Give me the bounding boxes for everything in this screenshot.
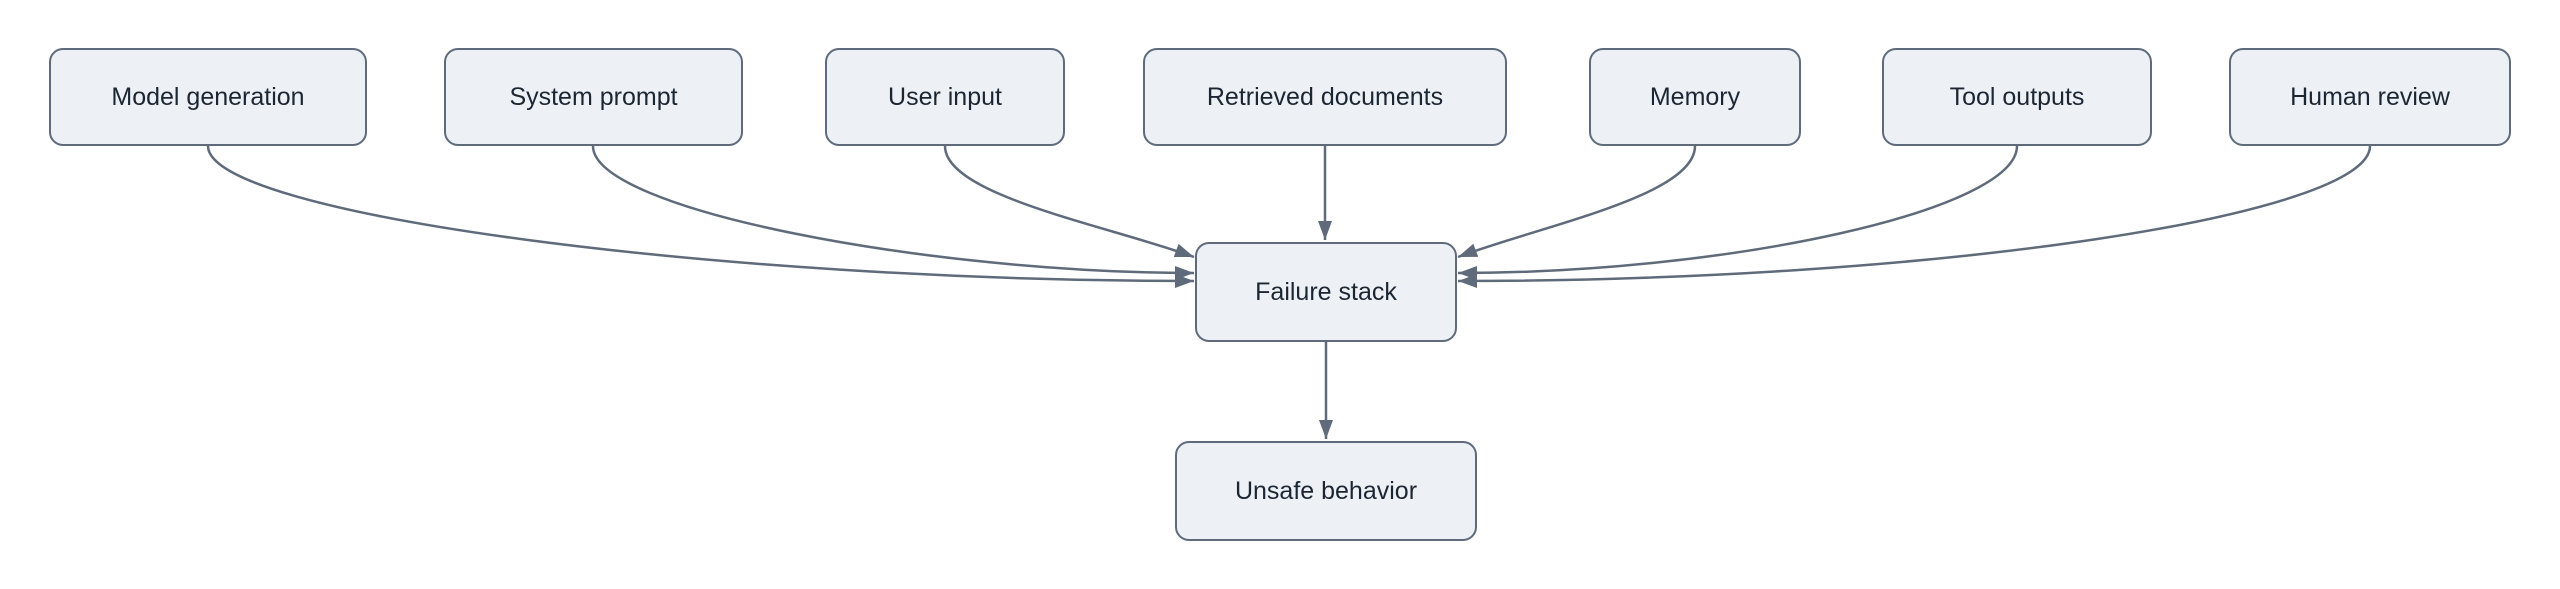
node-label-memory: Memory xyxy=(1649,83,1741,111)
node-label-system-prompt: System prompt xyxy=(509,83,678,111)
node-tool-outputs: Tool outputs xyxy=(1882,48,2152,146)
edge-human-review-to-failure-stack xyxy=(1457,145,2372,288)
edge-model-generation-to-failure-stack xyxy=(206,145,1195,288)
edge-memory-to-failure-stack xyxy=(1457,145,1697,259)
node-label-retrieved-documents: Retrieved documents xyxy=(1206,83,1444,111)
node-model-generation: Model generation xyxy=(49,48,367,146)
node-label-model-generation: Model generation xyxy=(111,83,305,111)
node-memory: Memory xyxy=(1589,48,1801,146)
node-label-human-review: Human review xyxy=(2290,83,2450,111)
node-user-input: User input xyxy=(825,48,1065,146)
node-failure-stack: Failure stack xyxy=(1195,242,1457,342)
node-label-failure-stack: Failure stack xyxy=(1255,278,1397,306)
node-retrieved-documents: Retrieved documents xyxy=(1143,48,1507,146)
edge-tool-outputs-to-failure-stack xyxy=(1457,145,2019,280)
node-label-unsafe-behavior: Unsafe behavior xyxy=(1234,477,1418,505)
node-human-review: Human review xyxy=(2229,48,2511,146)
edge-system-prompt-to-failure-stack xyxy=(591,145,1195,280)
node-unsafe-behavior: Unsafe behavior xyxy=(1175,441,1477,541)
node-label-tool-outputs: Tool outputs xyxy=(1949,83,2085,111)
node-label-user-input: User input xyxy=(888,83,1002,111)
node-system-prompt: System prompt xyxy=(444,48,743,146)
edge-user-input-to-failure-stack xyxy=(943,145,1195,259)
